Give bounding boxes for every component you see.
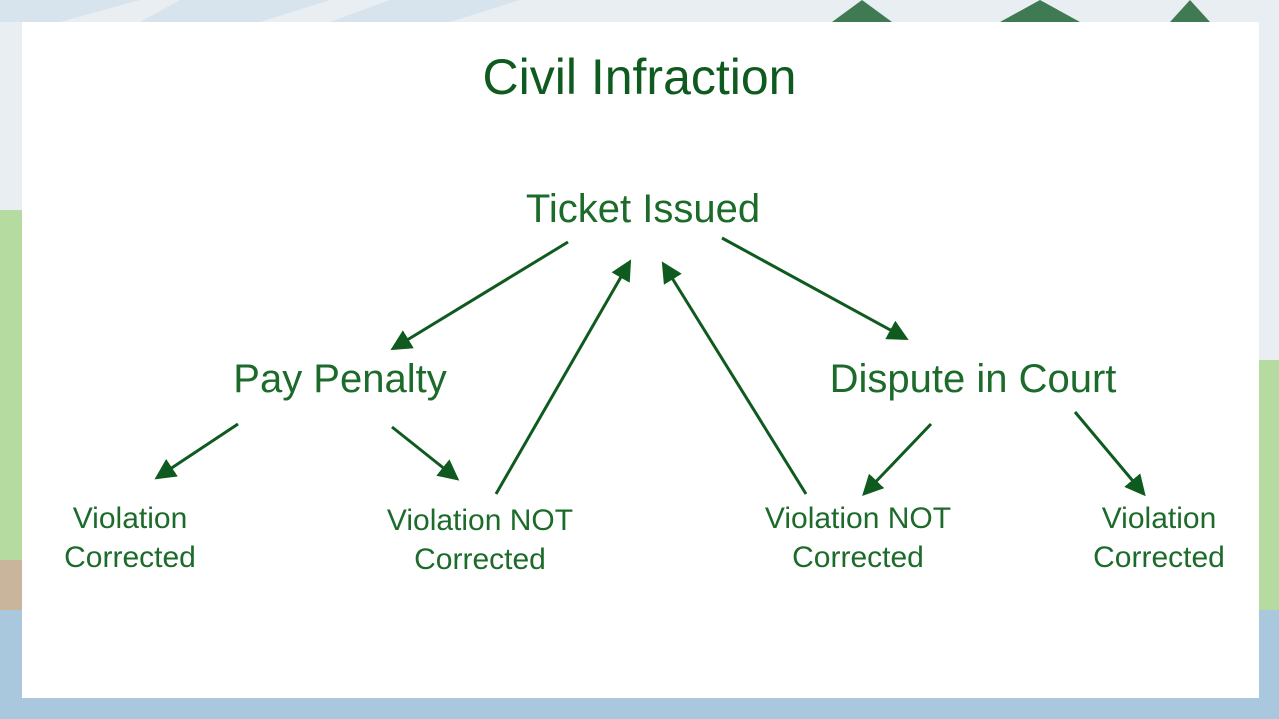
node-line-1: Violation xyxy=(72,502,188,535)
arrow-not-corrected-to-ticket-left xyxy=(494,259,632,495)
node-pay-penalty: Pay Penalty xyxy=(233,357,447,401)
arrow-ticket-to-pay xyxy=(390,240,569,351)
node-line-2: Corrected xyxy=(1093,541,1225,574)
arrow-dispute-to-not-corrected xyxy=(862,422,933,497)
arrow-dispute-to-corrected xyxy=(1073,411,1146,497)
node-line-1: Violation NOT xyxy=(386,504,574,537)
arrow-pay-to-not-corrected xyxy=(391,425,460,481)
node-ticket-issued: Ticket Issued xyxy=(525,187,761,231)
node-line-1: Violation xyxy=(1101,502,1217,535)
slide-title: Civil Infraction xyxy=(482,49,797,105)
arrow-not-corrected-to-ticket-right xyxy=(661,261,808,495)
node-pay-violation-not-corrected: Violation NOT Corrected xyxy=(360,501,600,579)
tree-icon xyxy=(832,0,1210,22)
node-line-2: Corrected xyxy=(64,541,196,574)
node-dispute-violation-corrected: Violation Corrected xyxy=(1059,499,1259,577)
node-pay-violation-corrected: Violation Corrected xyxy=(30,499,230,577)
node-line-1: Violation NOT xyxy=(764,502,952,535)
node-dispute-in-court: Dispute in Court xyxy=(829,357,1117,401)
node-line-2: Corrected xyxy=(414,543,546,576)
arrow-pay-to-corrected xyxy=(154,422,239,480)
node-line-2: Corrected xyxy=(792,541,924,574)
node-dispute-violation-not-corrected: Violation NOT Corrected xyxy=(738,499,978,577)
arrow-ticket-to-dispute xyxy=(721,236,909,341)
slide-panel xyxy=(22,22,1259,698)
